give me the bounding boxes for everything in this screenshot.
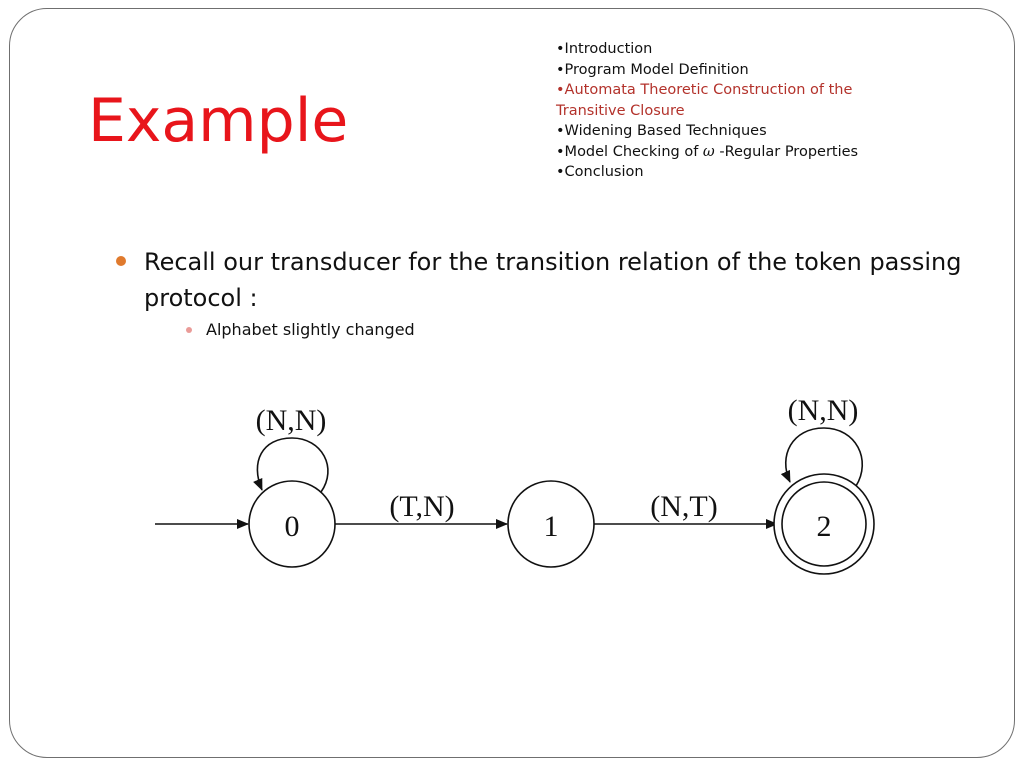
self-loop-2 <box>780 427 863 487</box>
main-bullet: Recall our transducer for the transition… <box>116 244 966 316</box>
outline-item-widening: •Widening Based Techniques <box>556 123 767 139</box>
state-2-label: 2 <box>817 510 832 543</box>
state-1-label: 1 <box>544 510 559 543</box>
transition-label-2-2: (N,N) <box>788 394 859 427</box>
transition-label-0-0: (N,N) <box>256 404 327 437</box>
slide-frame: Example <box>9 8 1015 758</box>
outline-item-introduction: •Introduction <box>556 41 653 57</box>
main-bullet-dot <box>116 256 126 266</box>
outline-item-model-checking-prefix: •Model Checking of <box>556 143 703 160</box>
sub-bullet-dot <box>186 327 192 333</box>
slide-title: Example <box>88 86 349 156</box>
sub-bullet: Alphabet slightly changed <box>186 319 415 341</box>
transition-label-0-1: (T,N) <box>389 490 454 523</box>
outline-item-program-model: •Program Model Definition <box>556 61 749 78</box>
outline-item-model-checking: •Model Checking of ω -Regular Properties <box>556 142 896 163</box>
state-2-inner-circle <box>781 481 867 567</box>
outline-item-model-checking-suffix: -Regular Properties <box>714 143 859 160</box>
outline-item-conclusion: •Conclusion <box>556 164 644 180</box>
main-bullet-text: Recall our transducer for the transition… <box>144 248 962 312</box>
outline-item-automata-construction: •Automata Theoretic Construction of the … <box>556 82 853 119</box>
omega-symbol: ω <box>702 143 715 160</box>
transition-label-1-2: (N,T) <box>650 490 717 523</box>
state-2-outer-circle <box>773 473 875 575</box>
state-0-label: 0 <box>285 510 300 543</box>
self-loop-0 <box>253 437 329 493</box>
sub-bullet-text: Alphabet slightly changed <box>206 320 415 339</box>
outline-list: •Introduction •Program Model Definition … <box>556 39 896 183</box>
